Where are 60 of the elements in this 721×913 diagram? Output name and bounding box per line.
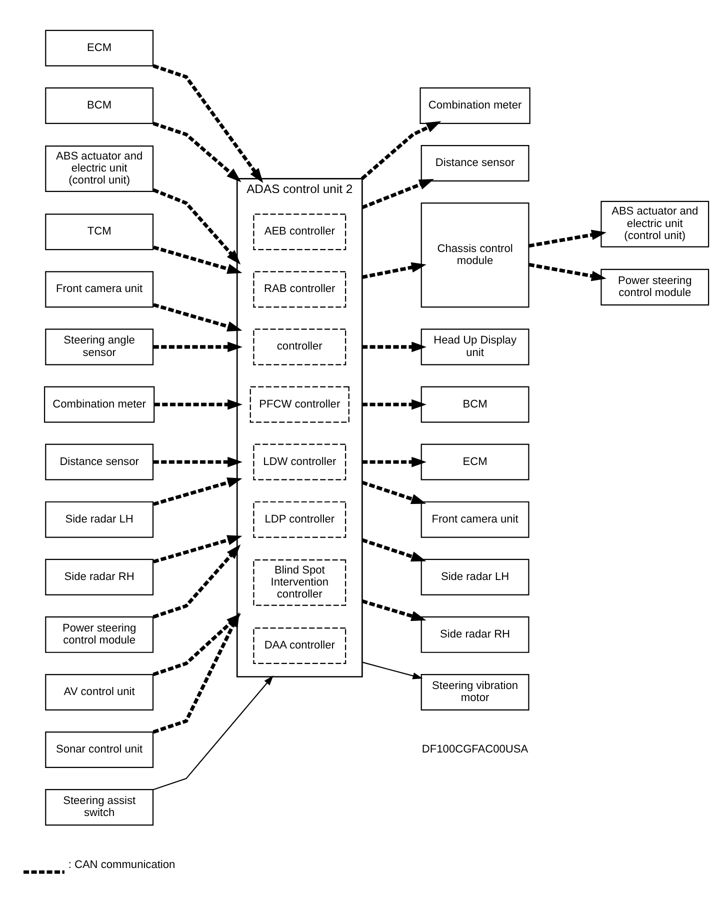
- node-box: Steering assist switch: [45, 789, 154, 826]
- node-box: AV control unit: [45, 674, 154, 710]
- node-box: TCM: [45, 214, 154, 250]
- arrow: [154, 342, 242, 352]
- label: DF100CGFAC00USA: [422, 744, 528, 756]
- node-box: LDP controller: [253, 501, 346, 538]
- arrow: [362, 480, 426, 504]
- node-box: Combination meter: [420, 87, 530, 124]
- arrow: [154, 399, 242, 410]
- node-box: Side radar LH: [45, 501, 154, 538]
- arrow: [360, 121, 442, 180]
- arrow: [362, 262, 426, 279]
- arrow: [528, 262, 606, 282]
- node-box: BCM: [45, 87, 154, 124]
- arrow: [362, 342, 426, 352]
- node-box: ECM: [45, 30, 154, 66]
- node-box: Head Up Display unit: [420, 328, 530, 366]
- arrow: [362, 399, 426, 410]
- arrow: [362, 538, 426, 562]
- node-box: Front camera unit: [45, 271, 154, 308]
- node-box: Sonar control unit: [45, 732, 154, 768]
- arrow: [154, 456, 242, 468]
- arrow: [362, 662, 423, 680]
- node-box: ABS actuator and electric unit (control unit): [45, 146, 154, 192]
- arrow: [362, 179, 434, 210]
- arrow: [528, 230, 606, 248]
- node-box: Power steering control module: [45, 616, 154, 653]
- arrow: [153, 478, 242, 506]
- arrow: [152, 188, 241, 265]
- arrow: [152, 122, 242, 182]
- node-box: PFCW controller: [250, 386, 350, 423]
- node-box: RAB controller: [253, 271, 346, 308]
- node-box: Side radar RH: [45, 558, 154, 596]
- node-box: Chassis control module: [420, 202, 530, 308]
- node-box: Distance sensor: [420, 144, 530, 182]
- node-box: ABS actuator and electric unit (control unit): [600, 200, 710, 248]
- node-box: controller: [253, 328, 346, 366]
- node-box: Side radar RH: [420, 616, 530, 653]
- arrow: [152, 612, 240, 734]
- node-box: Power steering control module: [600, 268, 710, 306]
- arrow: [153, 246, 242, 274]
- arrow: [153, 675, 274, 790]
- node-box: Steering angle sensor: [45, 328, 154, 366]
- node-box: BCM: [420, 386, 530, 423]
- node-box: Combination meter: [44, 386, 155, 423]
- arrow: [152, 544, 241, 619]
- node-box: AEB controller: [253, 214, 346, 250]
- node-box: ECM: [420, 444, 530, 480]
- node-box: Blind Spot Intervention controller: [253, 559, 346, 606]
- arrow: [153, 303, 242, 332]
- node-box: LDW controller: [253, 444, 346, 480]
- arrow: [362, 456, 426, 468]
- node-box: Side radar LH: [420, 558, 530, 596]
- legend-label: : CAN communication: [68, 859, 176, 872]
- node-box: DAA controller: [253, 627, 346, 664]
- node-box: Distance sensor: [45, 444, 154, 480]
- node-box: Front camera unit: [420, 501, 530, 538]
- arrow: [362, 599, 426, 622]
- arrow: [153, 535, 242, 564]
- node-box: Steering vibration motor: [420, 674, 530, 710]
